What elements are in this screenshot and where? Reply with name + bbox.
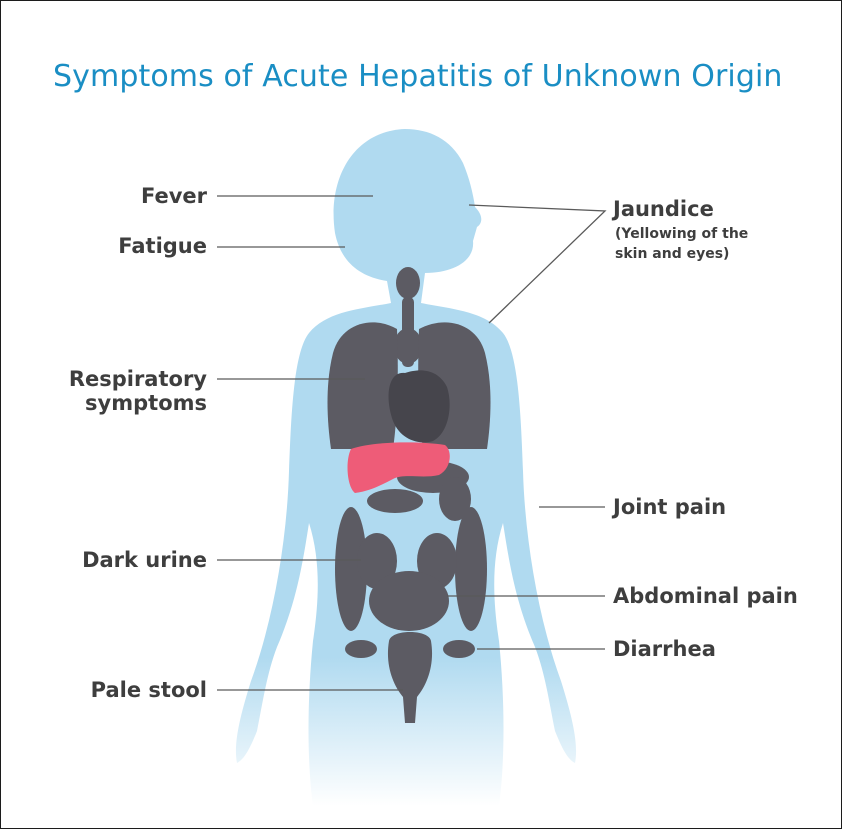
label-fatigue: Fatigue <box>118 234 207 258</box>
label-pale-stool: Pale stool <box>91 678 207 702</box>
label-dark-urine: Dark urine <box>82 548 207 572</box>
label-jaundice-note-line1: (Yellowing of the <box>615 224 748 244</box>
label-abdominal-pain: Abdominal pain <box>613 584 798 608</box>
label-diarrhea: Diarrhea <box>613 637 716 661</box>
label-fever: Fever <box>141 184 207 208</box>
label-joint-pain: Joint pain <box>613 495 726 519</box>
label-jaundice: Jaundice <box>613 197 714 221</box>
jaundice-leader <box>469 205 605 323</box>
label-jaundice-note-line2: skin and eyes) <box>615 244 729 264</box>
label-respiratory-line2: symptoms <box>85 391 207 415</box>
label-respiratory-line1: Respiratory <box>69 367 207 391</box>
